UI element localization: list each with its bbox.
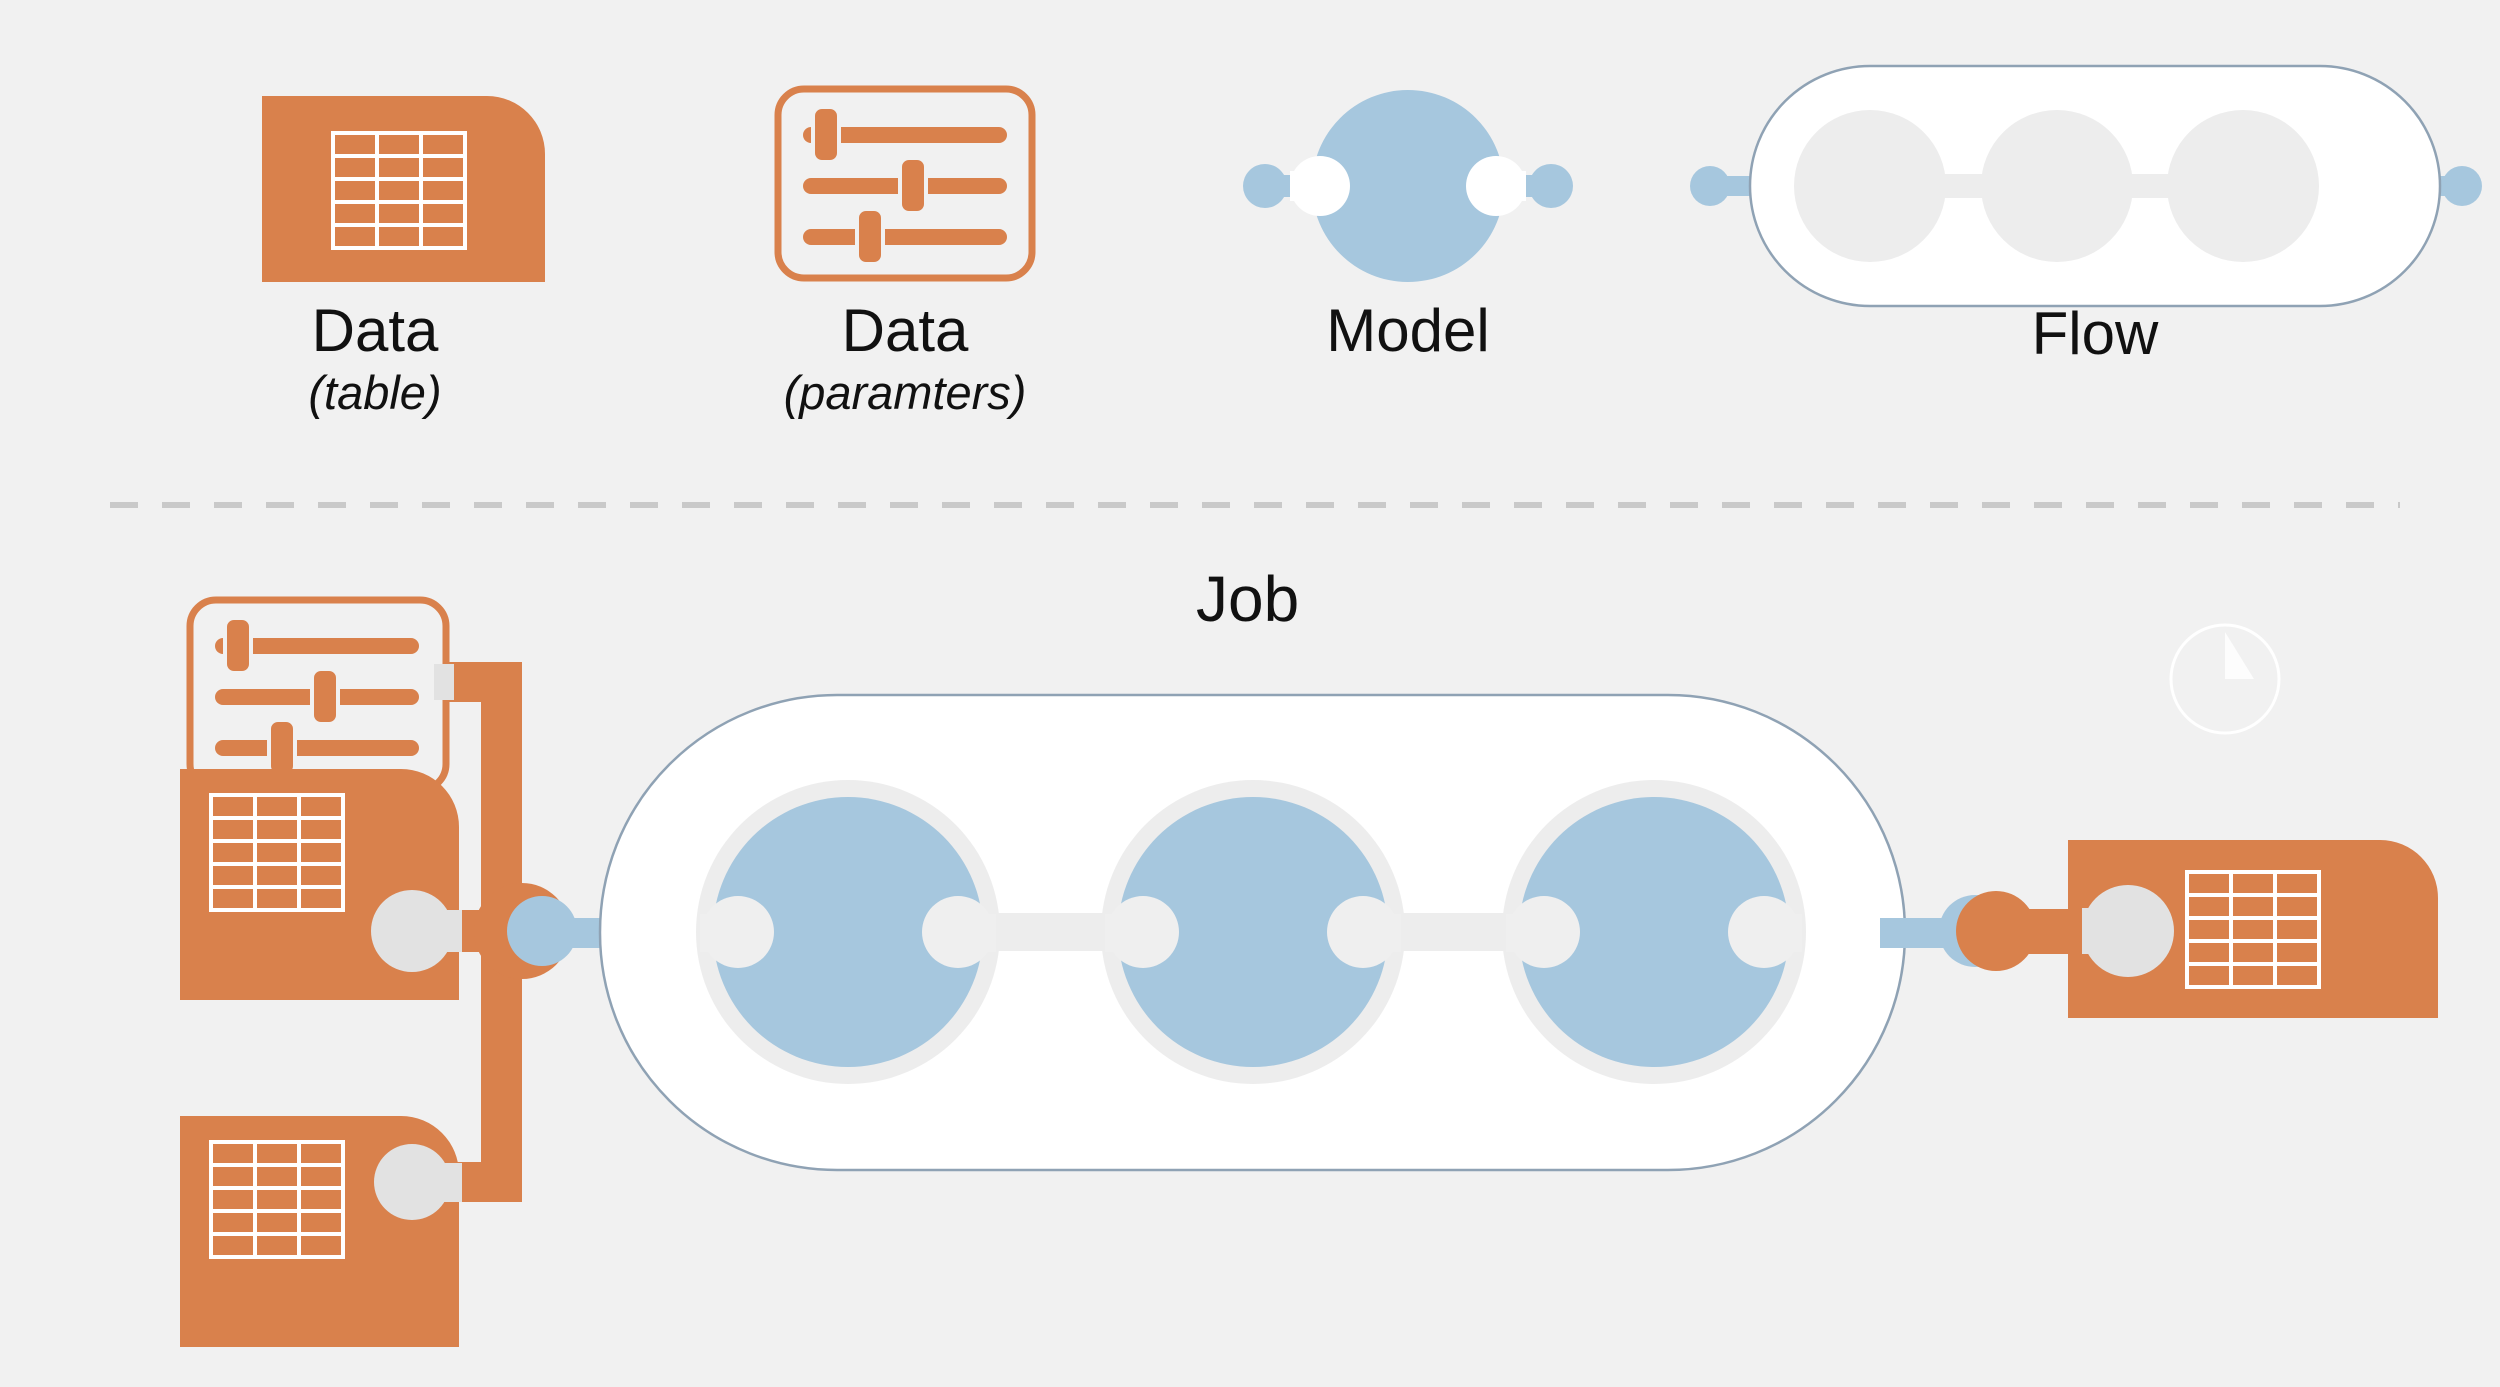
job-output-table-node[interactable] xyxy=(2068,840,2438,1018)
data-parameters-icon xyxy=(774,85,1036,282)
job-input-table-node-2[interactable] xyxy=(180,1116,462,1347)
legend-label-sub: (paramters) xyxy=(783,366,1027,420)
legend-label-main: Model xyxy=(1326,297,1490,364)
legend-label-main: Data xyxy=(311,297,439,364)
job-input-parameters-node[interactable] xyxy=(186,596,454,794)
legend-label-sub: (table) xyxy=(308,366,442,420)
flow-icon xyxy=(1690,64,2482,308)
progress-spinner-icon xyxy=(2169,623,2281,735)
job-input-table-node-1[interactable] xyxy=(180,769,462,1000)
legend-label-main: Data xyxy=(841,297,969,364)
legend-label-data-parameters: Data (paramters) xyxy=(730,300,1080,417)
job-model-node-1 xyxy=(713,797,983,1067)
job-flow[interactable] xyxy=(598,693,1907,1172)
legend-label-data-table: Data (table) xyxy=(210,300,540,417)
legend-label-main: Flow xyxy=(2031,300,2159,367)
data-table-icon xyxy=(262,96,545,282)
model-icon xyxy=(1243,90,1573,282)
job-model-node-3 xyxy=(1519,797,1789,1067)
job-title: Job xyxy=(1196,563,1300,635)
legend-label-flow: Flow xyxy=(1935,303,2255,364)
job-model-node-2 xyxy=(1118,797,1388,1067)
legend-label-model: Model xyxy=(1248,300,1568,361)
